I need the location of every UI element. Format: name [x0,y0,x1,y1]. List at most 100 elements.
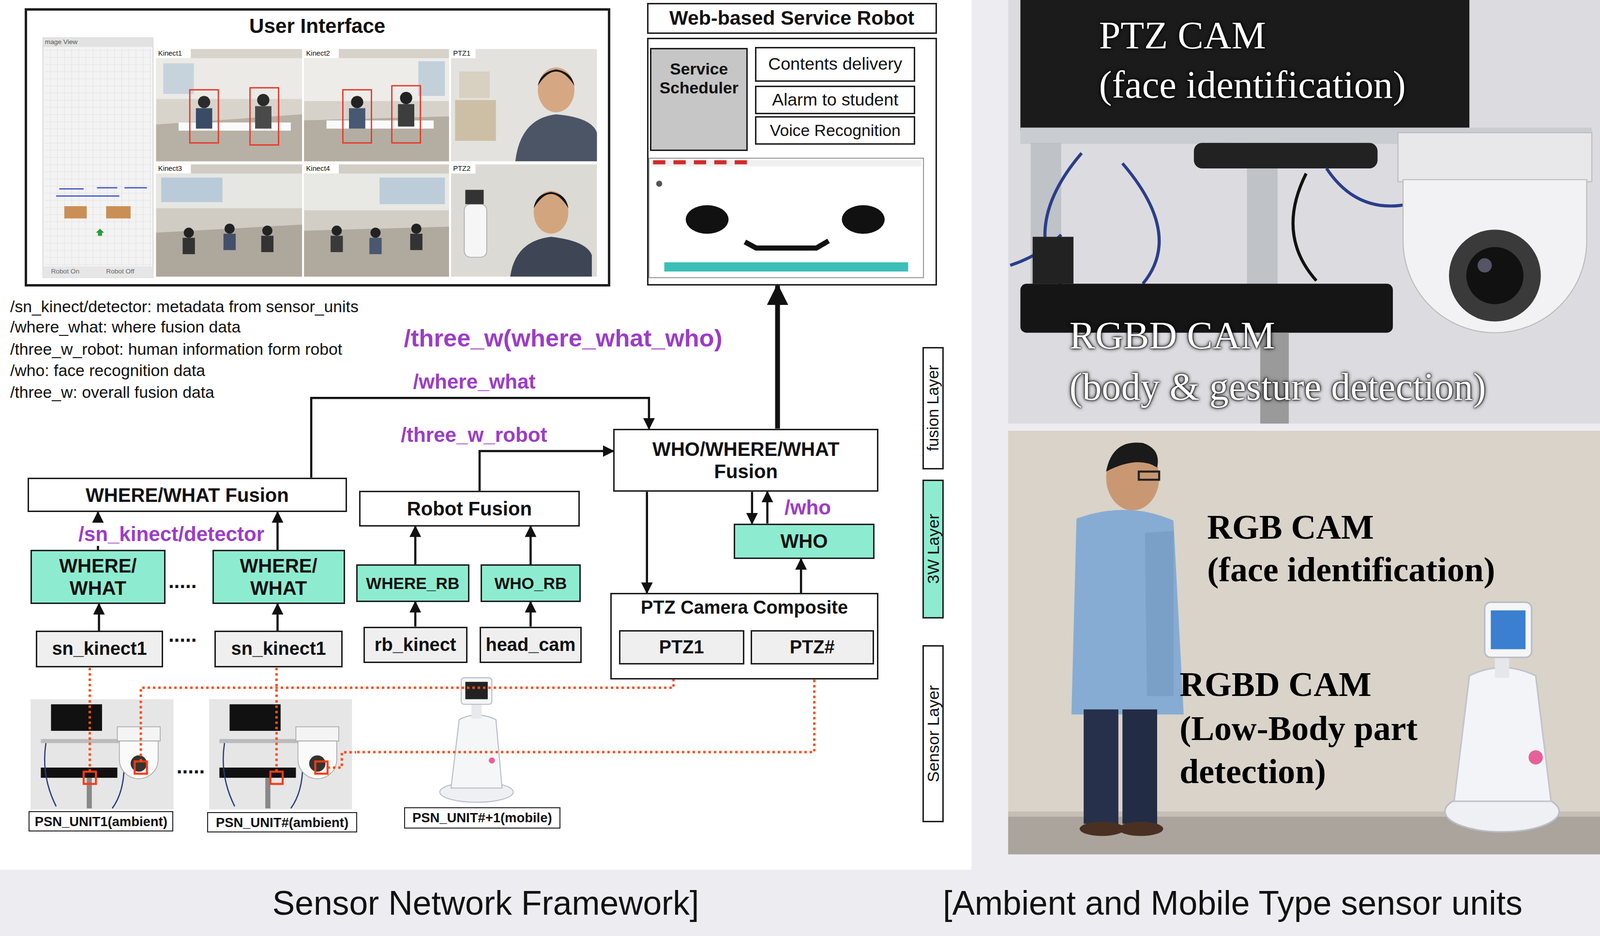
ui-screenshot [56,187,148,197]
ambient-unit-photo [1466,246,1524,304]
ambient-unit-photo [1193,142,1378,169]
ui-screenshot [95,228,105,236]
ui-screenshot [379,177,445,205]
sensor-unit-photos [461,677,492,705]
unit-caption: PSN_UNIT#(ambient) [207,812,358,833]
sensor-box: head_cam [479,626,582,664]
screen-label: Kinect1 [158,49,182,58]
layer-label: fusion Layer [923,364,943,452]
note-text: /three_w_robot: human information form r… [10,339,343,359]
mobile-unit-photo [1122,709,1158,824]
sensor-unit-photos [223,742,303,809]
ui-screenshot [342,90,372,144]
photo-label: (body & gesture detection) [1069,364,1487,409]
note-text: /where_what: where fusion data [10,317,241,337]
ui-screenshot [261,235,274,253]
ui-screenshot [250,87,279,145]
ui-screenshot [156,173,303,209]
ui-screenshot [64,206,87,219]
sensor-unit-photos [219,767,296,778]
photo-label: RGBD CAM [1179,664,1372,705]
note-text: /three_w: overall fusion data [10,382,215,402]
ui-screenshot [196,108,213,129]
robot-face-screen [734,160,747,165]
robot-face-screen [656,180,663,187]
node-label: WHERE/WHAT Fusion [85,483,289,507]
sensor-unit-photos [50,704,102,731]
sensor-box: sn_kinect1 [214,630,344,668]
ui-screenshot [224,223,235,234]
mobile-unit-photo [1118,821,1164,837]
robot-face-screen [841,205,885,234]
mobile-unit-photo [1453,667,1551,801]
photo-label: (face identification) [1207,549,1495,590]
ui-screenshot [161,177,223,203]
ambient-unit-photo [1398,132,1593,182]
mobile-unit-photo [1484,602,1532,658]
sensor-unit-photos [117,726,161,742]
page-ground [0,0,972,870]
sensor-unit-photos [30,699,174,810]
unit-caption: PSN_UNIT#+1(mobile) [404,807,561,829]
layer-label: Sensor Layer [923,685,943,783]
ambient-unit-photo [1032,236,1074,284]
node-label: Robot Fusion [407,497,532,520]
robot-face-screen [664,262,909,272]
ui-screenshot [465,189,484,205]
ui-screenshot [533,192,569,209]
ui-screenshot [303,48,449,162]
screen-label: PTZ2 [452,164,471,173]
3w-box: WHERE/ WHAT [212,549,346,604]
sensor-unit-photos [315,761,328,774]
ui-screenshot [197,95,211,108]
robot-face-screen [685,205,729,234]
sensor-unit-photos [44,742,124,809]
sensor-box: PTZ1 [618,630,745,665]
layer-band: 3W Layer [922,479,944,619]
photo-label: PTZ CAM [1099,13,1267,58]
ui-screenshot [156,48,192,59]
robot-face-screen [673,160,686,165]
ui-screenshot [156,58,303,99]
note-text: /who: face recognition data [10,361,206,380]
photo-label: (Low-Body part detection) [1179,707,1435,794]
sensor-unit-photos [86,777,92,809]
robot-face-screen [694,160,707,165]
ui-screenshot [303,164,339,174]
ui-screenshot [392,85,421,143]
photo-label: (face identification) [1099,62,1406,107]
sensor-unit-photos [119,740,159,779]
ambient-unit-photo [1403,179,1587,333]
node-label: PTZ Camera Composite [640,597,848,619]
data-flow-arrow [766,491,769,524]
sensor-box: sn_kinect1 [35,630,164,668]
fusion-box: WHO/WHERE/WHAT Fusion [613,428,879,493]
screen-label: Kinect2 [306,49,331,58]
ui-screenshot [410,233,423,251]
ui-screenshot [255,105,272,129]
sensor-unit-photos [276,698,356,772]
screen-label: mage View [45,38,78,46]
service-box: Alarm to student [754,85,916,115]
node-label: Service Scheduler [655,59,743,98]
edge-label: /sn_kinect/detector [75,522,268,546]
sensor-unit-photos [40,767,118,778]
sensor-box: rb_kinect [363,626,468,664]
ui-screenshot [348,108,366,129]
fusion-box: Robot Fusion [359,490,580,527]
ui-screenshot [330,235,343,253]
unit-caption: PSN_UNIT1(ambient) [28,811,174,832]
ui-screenshot [350,95,363,108]
ui-screenshot [43,37,154,47]
layer-band: fusion Layer [922,347,944,470]
ui-screenshot [370,227,381,238]
ui-screenshot [459,71,490,99]
ui-screenshot [515,114,598,162]
data-flow-arrow [276,512,279,550]
ui-screenshot [533,190,569,234]
node-label: WHERE/ WHAT [49,554,147,600]
ui-screenshot [537,67,575,113]
data-flow-arrow [751,491,754,524]
sensor-unit: PSN_UNIT1(ambient) [28,696,174,832]
